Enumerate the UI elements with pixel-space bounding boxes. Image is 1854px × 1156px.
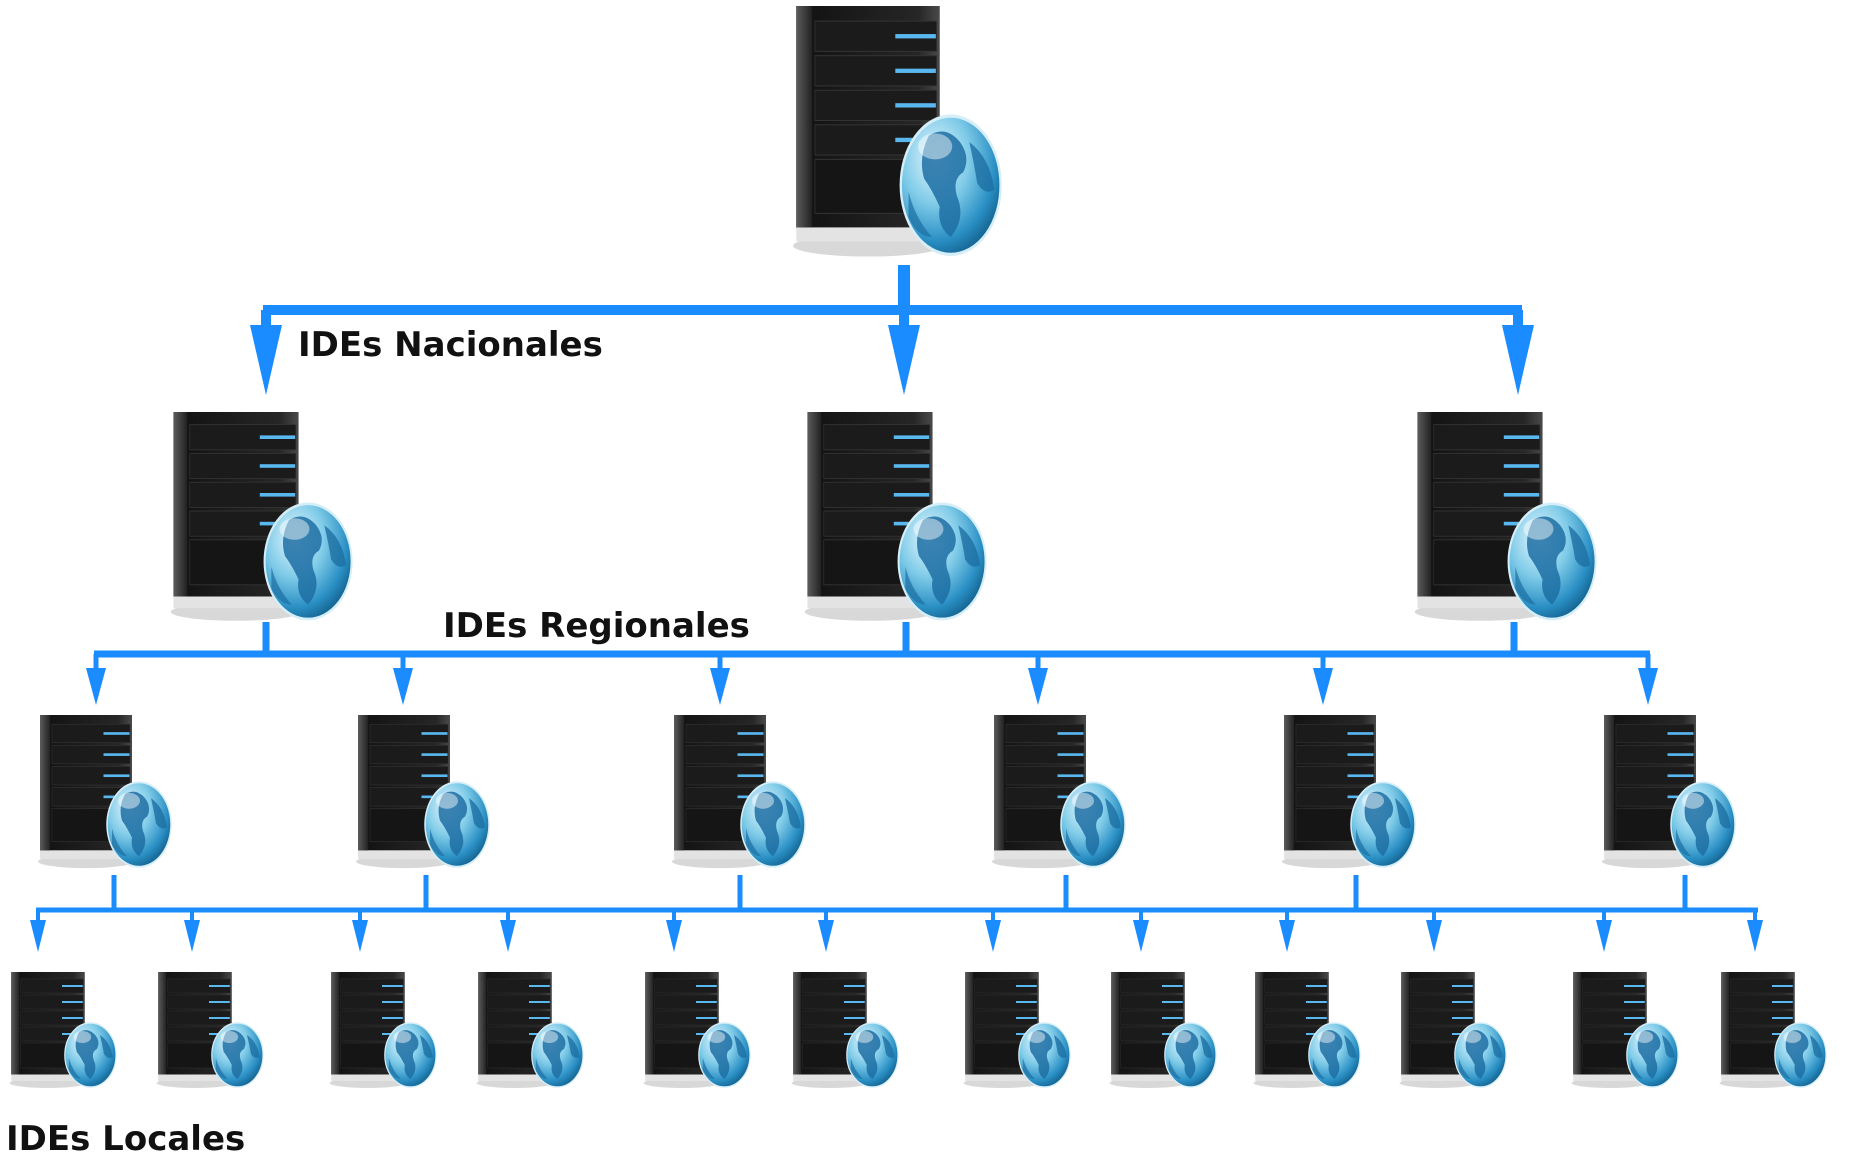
server-globe-icon: [1398, 971, 1507, 1089]
arrow-down-icon: [666, 920, 682, 952]
arrow-down-icon: [352, 920, 368, 952]
server-globe-icon: [169, 410, 353, 623]
server-globe-icon: [791, 4, 1003, 259]
server-globe-icon: [803, 410, 987, 623]
server-globe-icon: [475, 971, 584, 1089]
server-globe-icon: [1108, 971, 1217, 1089]
arrow-down-icon: [888, 325, 920, 395]
arrow-down-icon: [710, 668, 730, 705]
server-globe-icon: [790, 971, 899, 1089]
server-globe-icon: [671, 714, 806, 870]
arrow-down-icon: [250, 325, 282, 395]
arrow-down-icon: [1279, 920, 1295, 952]
connectors-root-to-national: [250, 265, 1534, 395]
arrow-down-icon: [1596, 920, 1612, 952]
arrow-down-icon: [1313, 668, 1333, 705]
arrow-down-icon: [1638, 668, 1658, 705]
server-globe-icon: [642, 971, 751, 1089]
arrow-down-icon: [818, 920, 834, 952]
arrow-down-icon: [1426, 920, 1442, 952]
arrow-down-icon: [86, 668, 106, 705]
server-globe-icon: [8, 971, 117, 1089]
server-globe-icon: [37, 714, 172, 870]
server-globe-icon: [1570, 971, 1679, 1089]
arrow-down-icon: [500, 920, 516, 952]
arrow-down-icon: [184, 920, 200, 952]
arrow-down-icon: [393, 668, 413, 705]
server-globe-icon: [328, 971, 437, 1089]
label-national: IDEs Nacionales: [298, 325, 603, 365]
server-globe-icon: [1281, 714, 1416, 870]
server-globe-icon: [355, 714, 490, 870]
server-globe-icon: [962, 971, 1071, 1089]
label-local: IDEs Locales: [6, 1119, 245, 1156]
server-globe-icon: [155, 971, 264, 1089]
server-globe-icon: [991, 714, 1126, 870]
connectors-national-to-regional: [86, 622, 1658, 705]
arrow-down-icon: [985, 920, 1001, 952]
server-globe-icon: [1252, 971, 1361, 1089]
connectors-regional-to-local: [30, 875, 1763, 952]
server-globe-icon: [1601, 714, 1736, 870]
arrow-down-icon: [1133, 920, 1149, 952]
label-regional: IDEs Regionales: [443, 606, 750, 646]
arrow-down-icon: [30, 920, 46, 952]
server-globe-icon: [1413, 410, 1597, 623]
arrow-down-icon: [1747, 920, 1763, 952]
server-globe-icon: [1718, 971, 1827, 1089]
arrow-down-icon: [1502, 325, 1534, 395]
arrow-down-icon: [1028, 668, 1048, 705]
